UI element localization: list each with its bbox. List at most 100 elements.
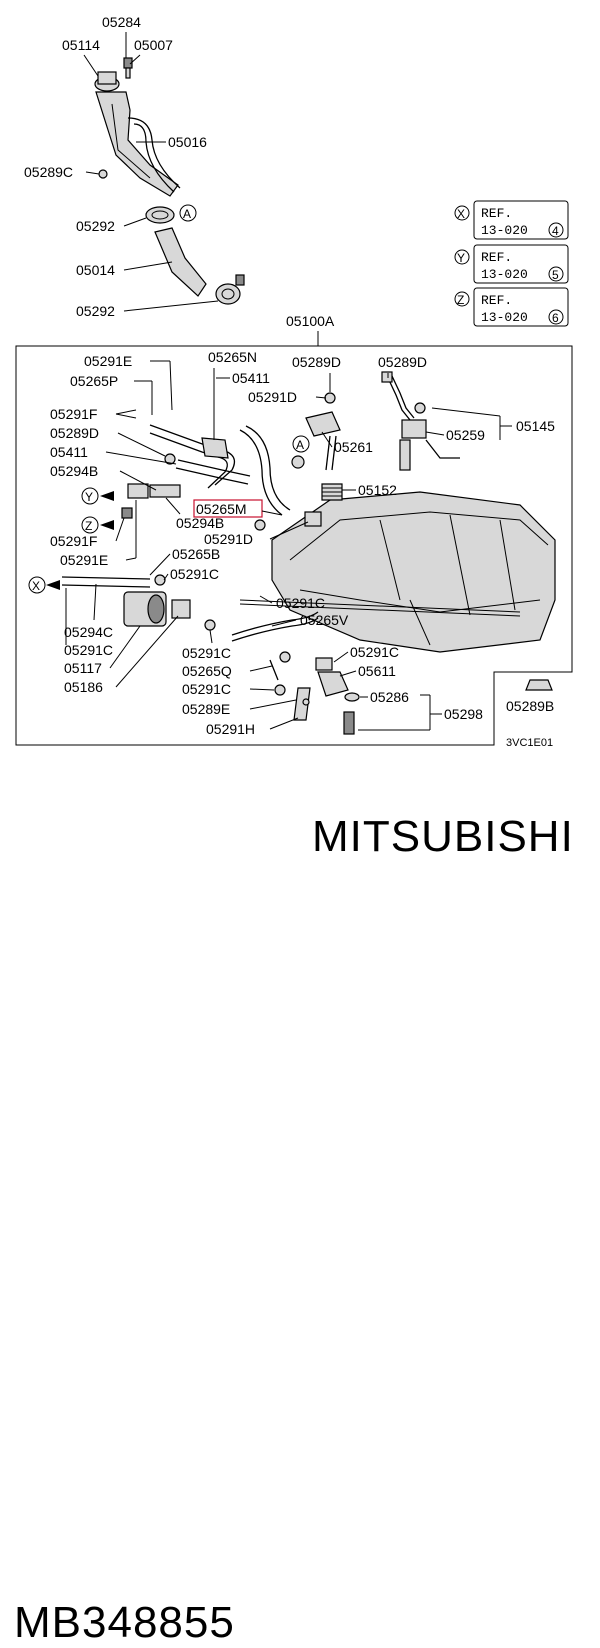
svg-text:Y: Y: [85, 490, 93, 504]
part-number: MB348855: [14, 1598, 235, 1647]
callout-05611: 05611: [358, 663, 396, 679]
filler-callouts: 05284 05114 05007 05016 05289C 05292 050…: [24, 14, 219, 319]
fuel-tank: [239, 491, 556, 653]
callout-05261: 05261: [334, 439, 373, 455]
callout-05291c-e: 05291C: [350, 644, 399, 660]
callout-05007: 05007: [134, 37, 173, 53]
svg-text:A: A: [296, 438, 304, 452]
vent-valve-assembly: [305, 411, 343, 501]
bolt-05298-part: [343, 711, 355, 735]
callout-05294c: 05294C: [64, 624, 113, 640]
svg-text:13-020: 13-020: [481, 310, 528, 325]
svg-text:X: X: [457, 207, 465, 221]
callout-05294b-b: 05294B: [176, 515, 224, 531]
fuel-pump-part: [317, 671, 349, 697]
callout-05291c-c: 05291C: [64, 642, 113, 658]
svg-text:REF.: REF.: [481, 250, 512, 265]
svg-text:Z: Z: [85, 519, 92, 533]
fuel-cap-top-part: [97, 71, 117, 85]
callout-05291c-f: 05291C: [182, 681, 231, 697]
svg-text:A: A: [183, 207, 191, 221]
callout-05152: 05152: [358, 482, 397, 498]
callout-05291d-a: 05291D: [248, 389, 297, 405]
callout-05289d-b: 05289D: [378, 354, 427, 370]
marker-y-left: Y: [81, 487, 114, 505]
callout-05298: 05298: [444, 706, 483, 722]
callout-05286: 05286: [370, 689, 409, 705]
callout-05291f-a: 05291F: [50, 406, 97, 422]
callout-05114: 05114: [62, 37, 100, 53]
callout-05291c-a: 05291C: [170, 566, 219, 582]
filler-neck-pipe-part: [95, 91, 179, 197]
sender-body-part: [399, 439, 411, 471]
bracket-05291h-part: [293, 687, 311, 721]
svg-text:6: 6: [552, 311, 559, 325]
callout-05259: 05259: [446, 427, 485, 443]
svg-text:13-020: 13-020: [481, 223, 528, 238]
callout-05291c-d: 05291C: [182, 645, 231, 661]
svg-text:Y: Y: [457, 251, 465, 265]
vent-valve-part: [305, 411, 341, 437]
marker-z-left: Z: [81, 516, 114, 534]
callout-05100a: 05100A: [286, 313, 335, 329]
callout-05016: 05016: [168, 134, 207, 150]
highlight-box-05265m: [193, 499, 263, 518]
callout-05292-upper: 05292: [76, 218, 115, 234]
vapour-pipes: [149, 424, 291, 516]
grommet-05286-part: [344, 692, 360, 702]
callout-05265b: 05265B: [172, 546, 220, 562]
reference-box-y: Y REF. 13-020 5: [454, 244, 569, 284]
clip-05289c-part: [98, 169, 108, 179]
marker-a-inner: A: [292, 435, 310, 453]
callout-05289d-a: 05289D: [292, 354, 341, 370]
svg-text:5: 5: [552, 268, 559, 282]
callout-05411-a: 05411: [232, 370, 270, 386]
svg-text:REF.: REF.: [481, 293, 512, 308]
callout-05265v: 05265V: [300, 612, 349, 628]
part-05289b: 05289B: [506, 679, 554, 714]
callout-05289c: 05289C: [24, 164, 73, 180]
callout-05265q: 05265Q: [182, 663, 232, 679]
marker-x-left: X: [28, 576, 60, 594]
callout-05291d-b: 05291D: [204, 531, 253, 547]
callout-05265m: 05265M: [196, 501, 247, 517]
reference-box-z: Z REF. 13-020 6: [454, 287, 569, 327]
fuel-gauge-unit: [381, 371, 460, 471]
reference-box-x: X REF. 13-020 4: [454, 200, 569, 240]
assembly-callouts: 05291E 05265N 05289D 05289D 05265P 05411…: [50, 349, 555, 737]
callout-05117: 05117: [64, 660, 102, 676]
callout-05291e-b: 05291E: [60, 552, 108, 568]
callout-05014: 05014: [76, 262, 115, 278]
svg-text:Z: Z: [457, 293, 464, 307]
callout-05291h: 05291H: [206, 721, 255, 737]
callout-05186: 05186: [64, 679, 103, 695]
callout-05284: 05284: [102, 14, 141, 30]
fuel-filter-assembly: [61, 576, 319, 681]
filler-neck-assembly: [94, 57, 245, 305]
sender-flange-part: [401, 419, 427, 439]
marker-a-top: A: [179, 204, 197, 222]
brand-name: MITSUBISHI: [312, 812, 574, 861]
callout-05145: 05145: [516, 418, 555, 434]
callout-05289b: 05289B: [506, 698, 554, 714]
filter-bracket-part: [171, 599, 191, 619]
callout-05289d-c: 05289D: [50, 425, 99, 441]
diagram-code: 3VC1E01: [506, 737, 553, 749]
callout-05291c-b: 05291C: [276, 595, 325, 611]
fuel-tank-body-part: [271, 491, 556, 653]
svg-text:REF.: REF.: [481, 206, 512, 221]
footer: MB348855 MITSUBISHI: [0, 790, 600, 1647]
svg-text:13-020: 13-020: [481, 267, 528, 282]
callout-05294b-a: 05294B: [50, 463, 98, 479]
callout-05265p: 05265P: [70, 373, 118, 389]
callout-05291e-top: 05291E: [84, 353, 132, 369]
callout-05265n: 05265N: [208, 349, 257, 365]
callout-05411-b: 05411: [50, 444, 88, 460]
hose-clamp-upper-part: [145, 206, 175, 224]
fuel-tank-exploded-diagram: A 05284 05114 05007 05016 05289C 05292 0…: [15, 14, 573, 749]
hose-clamp-lower-part: [215, 283, 241, 305]
hose-05294b-part: [149, 484, 181, 498]
assembly-frame: [15, 345, 573, 746]
callout-05291f-b: 05291F: [50, 533, 97, 549]
filler-hose-part: [154, 227, 207, 297]
